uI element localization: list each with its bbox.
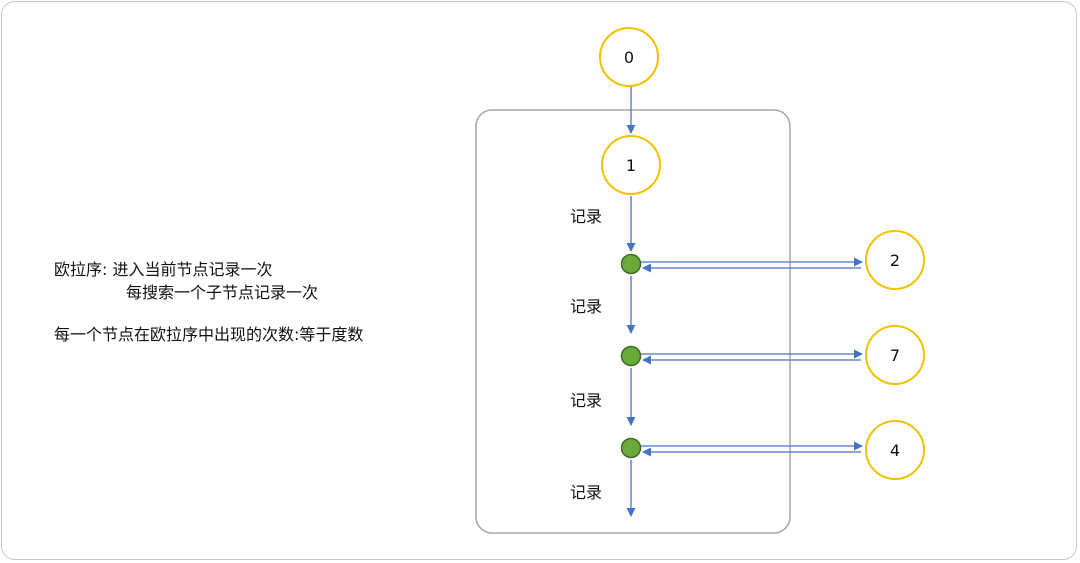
subtree-box bbox=[475, 109, 791, 534]
record-label-4: 记录 bbox=[570, 483, 602, 502]
visit-dot-3 bbox=[620, 437, 642, 459]
euler-order-rule-1: 进入当前节点记录一次 bbox=[112, 260, 273, 279]
node-7: 7 bbox=[865, 325, 925, 385]
node-0: 0 bbox=[599, 27, 659, 87]
euler-order-occurrence-note: 每一个节点在欧拉序中出现的次数:等于度数 bbox=[54, 325, 364, 344]
node-4: 4 bbox=[865, 420, 925, 480]
node-1: 1 bbox=[601, 135, 661, 195]
record-label-1: 记录 bbox=[570, 207, 602, 226]
euler-order-label: 欧拉序: bbox=[54, 260, 108, 279]
euler-order-definition: 欧拉序: 进入当前节点记录一次 bbox=[54, 260, 273, 280]
node-7-label: 7 bbox=[890, 346, 900, 365]
record-label-3: 记录 bbox=[570, 391, 602, 410]
node-2-label: 2 bbox=[890, 251, 900, 270]
visit-dot-1 bbox=[620, 253, 642, 275]
node-1-label: 1 bbox=[626, 156, 636, 175]
node-4-label: 4 bbox=[890, 441, 900, 460]
euler-order-rule-2: 每搜索一个子节点记录一次 bbox=[126, 283, 319, 302]
node-0-label: 0 bbox=[624, 48, 634, 67]
visit-dot-2 bbox=[620, 345, 642, 367]
record-label-2: 记录 bbox=[570, 297, 602, 316]
node-2: 2 bbox=[865, 230, 925, 290]
